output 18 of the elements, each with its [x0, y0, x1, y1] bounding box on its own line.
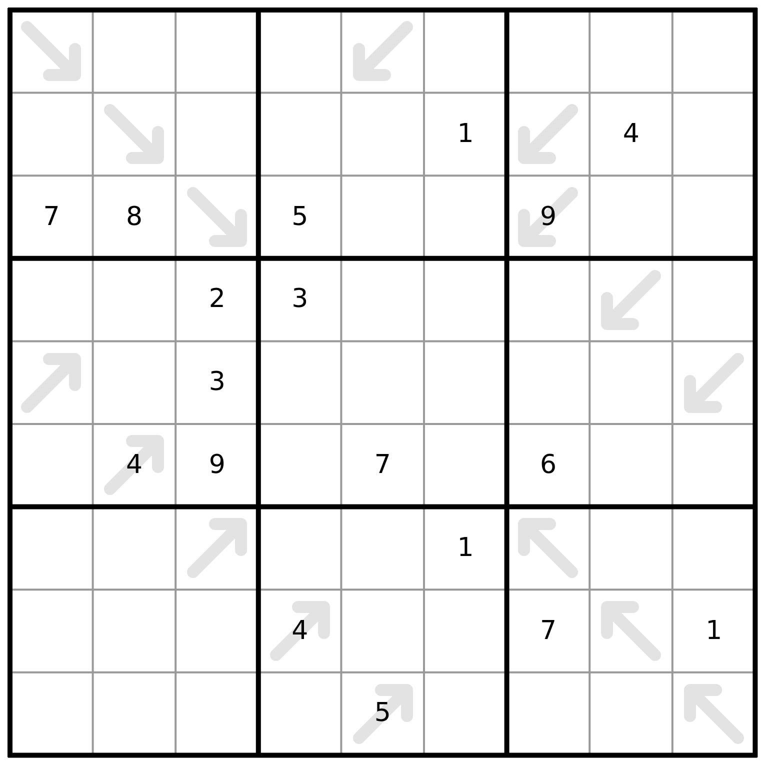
given-digit: 3	[292, 284, 308, 314]
given-digit: 9	[540, 202, 557, 232]
given-digit: 7	[43, 202, 60, 232]
given-digit: 4	[292, 616, 308, 646]
given-digit: 4	[126, 450, 143, 480]
given-digit: 3	[208, 367, 226, 398]
given-digit: 7	[374, 450, 391, 480]
given-digit: 1	[457, 118, 474, 149]
given-digit: 5	[374, 698, 391, 728]
given-digit: 2	[208, 284, 226, 314]
given-digit: 6	[540, 450, 557, 480]
given-digit: 4	[622, 118, 640, 149]
given-digit: 1	[457, 532, 474, 563]
given-digit: 9	[208, 450, 226, 480]
given-digit: 1	[706, 616, 722, 646]
given-digit: 8	[126, 202, 143, 232]
given-digit: 5	[292, 202, 308, 232]
given-digit: 7	[540, 616, 557, 646]
